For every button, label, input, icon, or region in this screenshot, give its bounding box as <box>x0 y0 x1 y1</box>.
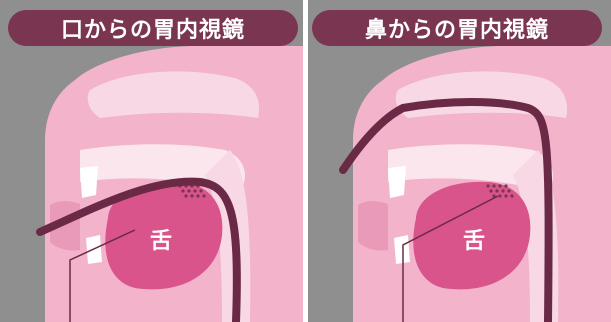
oral-endoscopy-panel: 口からの胃内視鏡 舌 <box>0 0 303 322</box>
leader-line <box>402 195 499 322</box>
upper-teeth <box>80 166 98 198</box>
nasal-panel-title: 鼻からの胃内視鏡 <box>312 10 602 46</box>
soft-palate-dots <box>486 184 514 198</box>
nose <box>46 80 78 141</box>
oral-endoscope <box>36 177 241 322</box>
nasal-anatomy-illustration <box>308 0 611 322</box>
leader-line <box>69 229 136 322</box>
oral-anatomy-illustration <box>0 0 303 322</box>
nasal-cavity <box>87 71 260 118</box>
oral-panel-title: 口からの胃内視鏡 <box>8 10 298 46</box>
nasal-endoscopy-panel: 鼻からの胃内視鏡 舌 <box>308 0 611 322</box>
lower-teeth <box>394 235 410 264</box>
nasal-endoscope <box>339 98 553 322</box>
tongue <box>413 181 531 290</box>
tongue <box>105 181 223 290</box>
palate <box>388 144 553 192</box>
lips <box>358 201 388 251</box>
oral-tongue-label: 舌 <box>150 229 173 254</box>
upper-teeth <box>388 166 406 198</box>
nasal-tongue-label: 舌 <box>463 229 486 254</box>
